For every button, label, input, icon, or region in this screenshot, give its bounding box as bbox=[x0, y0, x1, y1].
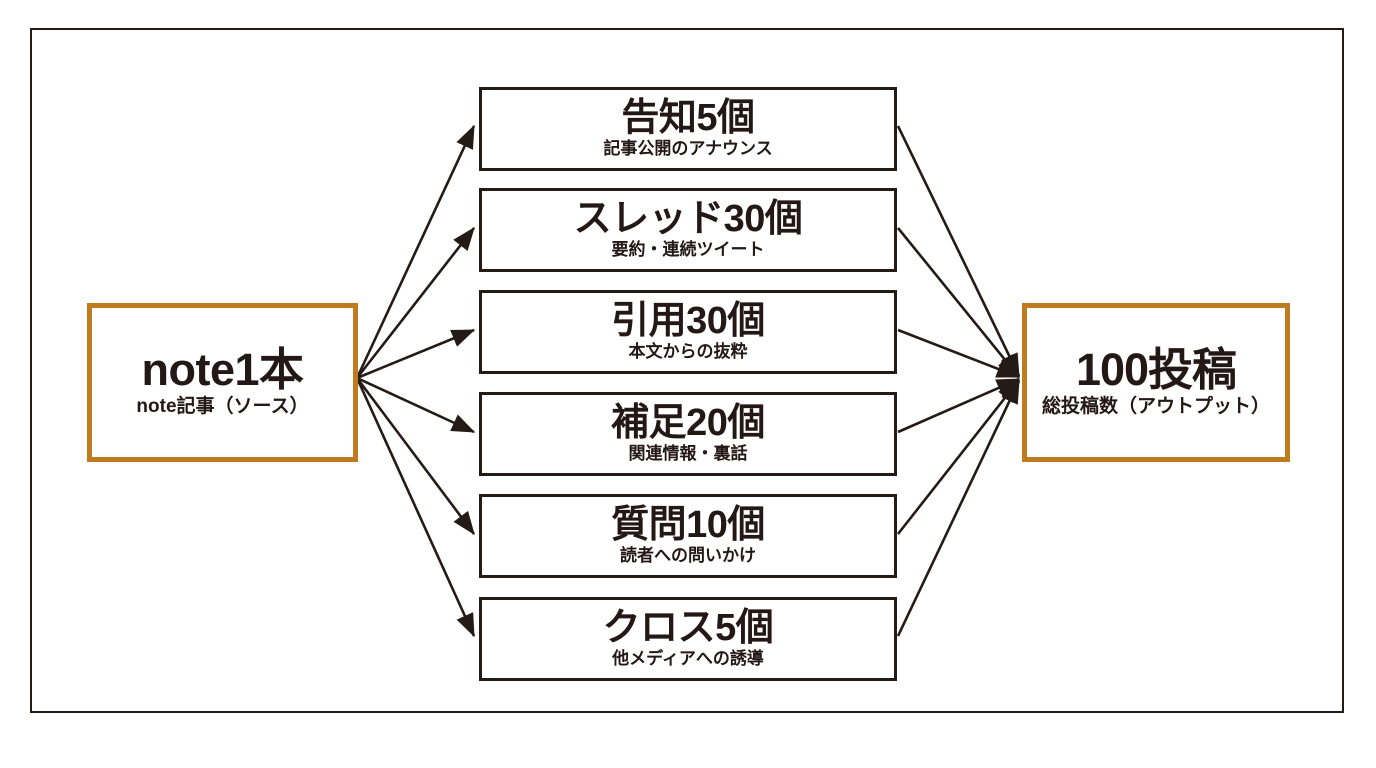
node-source-subtitle: note記事（ソース） bbox=[136, 396, 309, 418]
node-category-1[interactable]: スレッド30個 要約・連続ツイート bbox=[479, 188, 897, 272]
node-category-0-title: 告知5個 bbox=[621, 97, 755, 140]
node-source-title: note1本 bbox=[141, 343, 304, 395]
node-category-1-title: スレッド30個 bbox=[573, 198, 803, 241]
node-category-4[interactable]: 質問10個 読者への問いかけ bbox=[479, 494, 897, 578]
node-category-0-subtitle: 記事公開のアナウンス bbox=[603, 138, 773, 158]
node-category-5-subtitle: 他メディアへの誘導 bbox=[612, 648, 764, 668]
node-category-3-title: 補足20個 bbox=[611, 402, 765, 445]
node-category-2-subtitle: 本文からの抜粋 bbox=[628, 341, 748, 361]
node-category-5[interactable]: クロス5個 他メディアへの誘導 bbox=[479, 597, 897, 681]
node-category-4-subtitle: 読者への問いかけ bbox=[620, 545, 756, 565]
node-category-2[interactable]: 引用30個 本文からの抜粋 bbox=[479, 290, 897, 374]
node-category-5-title: クロス5個 bbox=[602, 607, 774, 650]
node-output-subtitle: 総投稿数（アウトプット） bbox=[1041, 396, 1270, 418]
node-source[interactable]: note1本 note記事（ソース） bbox=[87, 303, 358, 462]
node-category-3[interactable]: 補足20個 関連情報・裏話 bbox=[479, 392, 897, 476]
node-category-2-title: 引用30個 bbox=[611, 300, 765, 343]
node-category-0[interactable]: 告知5個 記事公開のアナウンス bbox=[479, 87, 897, 171]
node-output[interactable]: 100投稿 総投稿数（アウトプット） bbox=[1022, 303, 1290, 462]
node-output-title: 100投稿 bbox=[1075, 343, 1237, 395]
node-category-1-subtitle: 要約・連続ツイート bbox=[611, 239, 765, 259]
node-category-3-subtitle: 関連情報・裏話 bbox=[628, 443, 748, 463]
node-category-4-title: 質問10個 bbox=[611, 504, 765, 547]
